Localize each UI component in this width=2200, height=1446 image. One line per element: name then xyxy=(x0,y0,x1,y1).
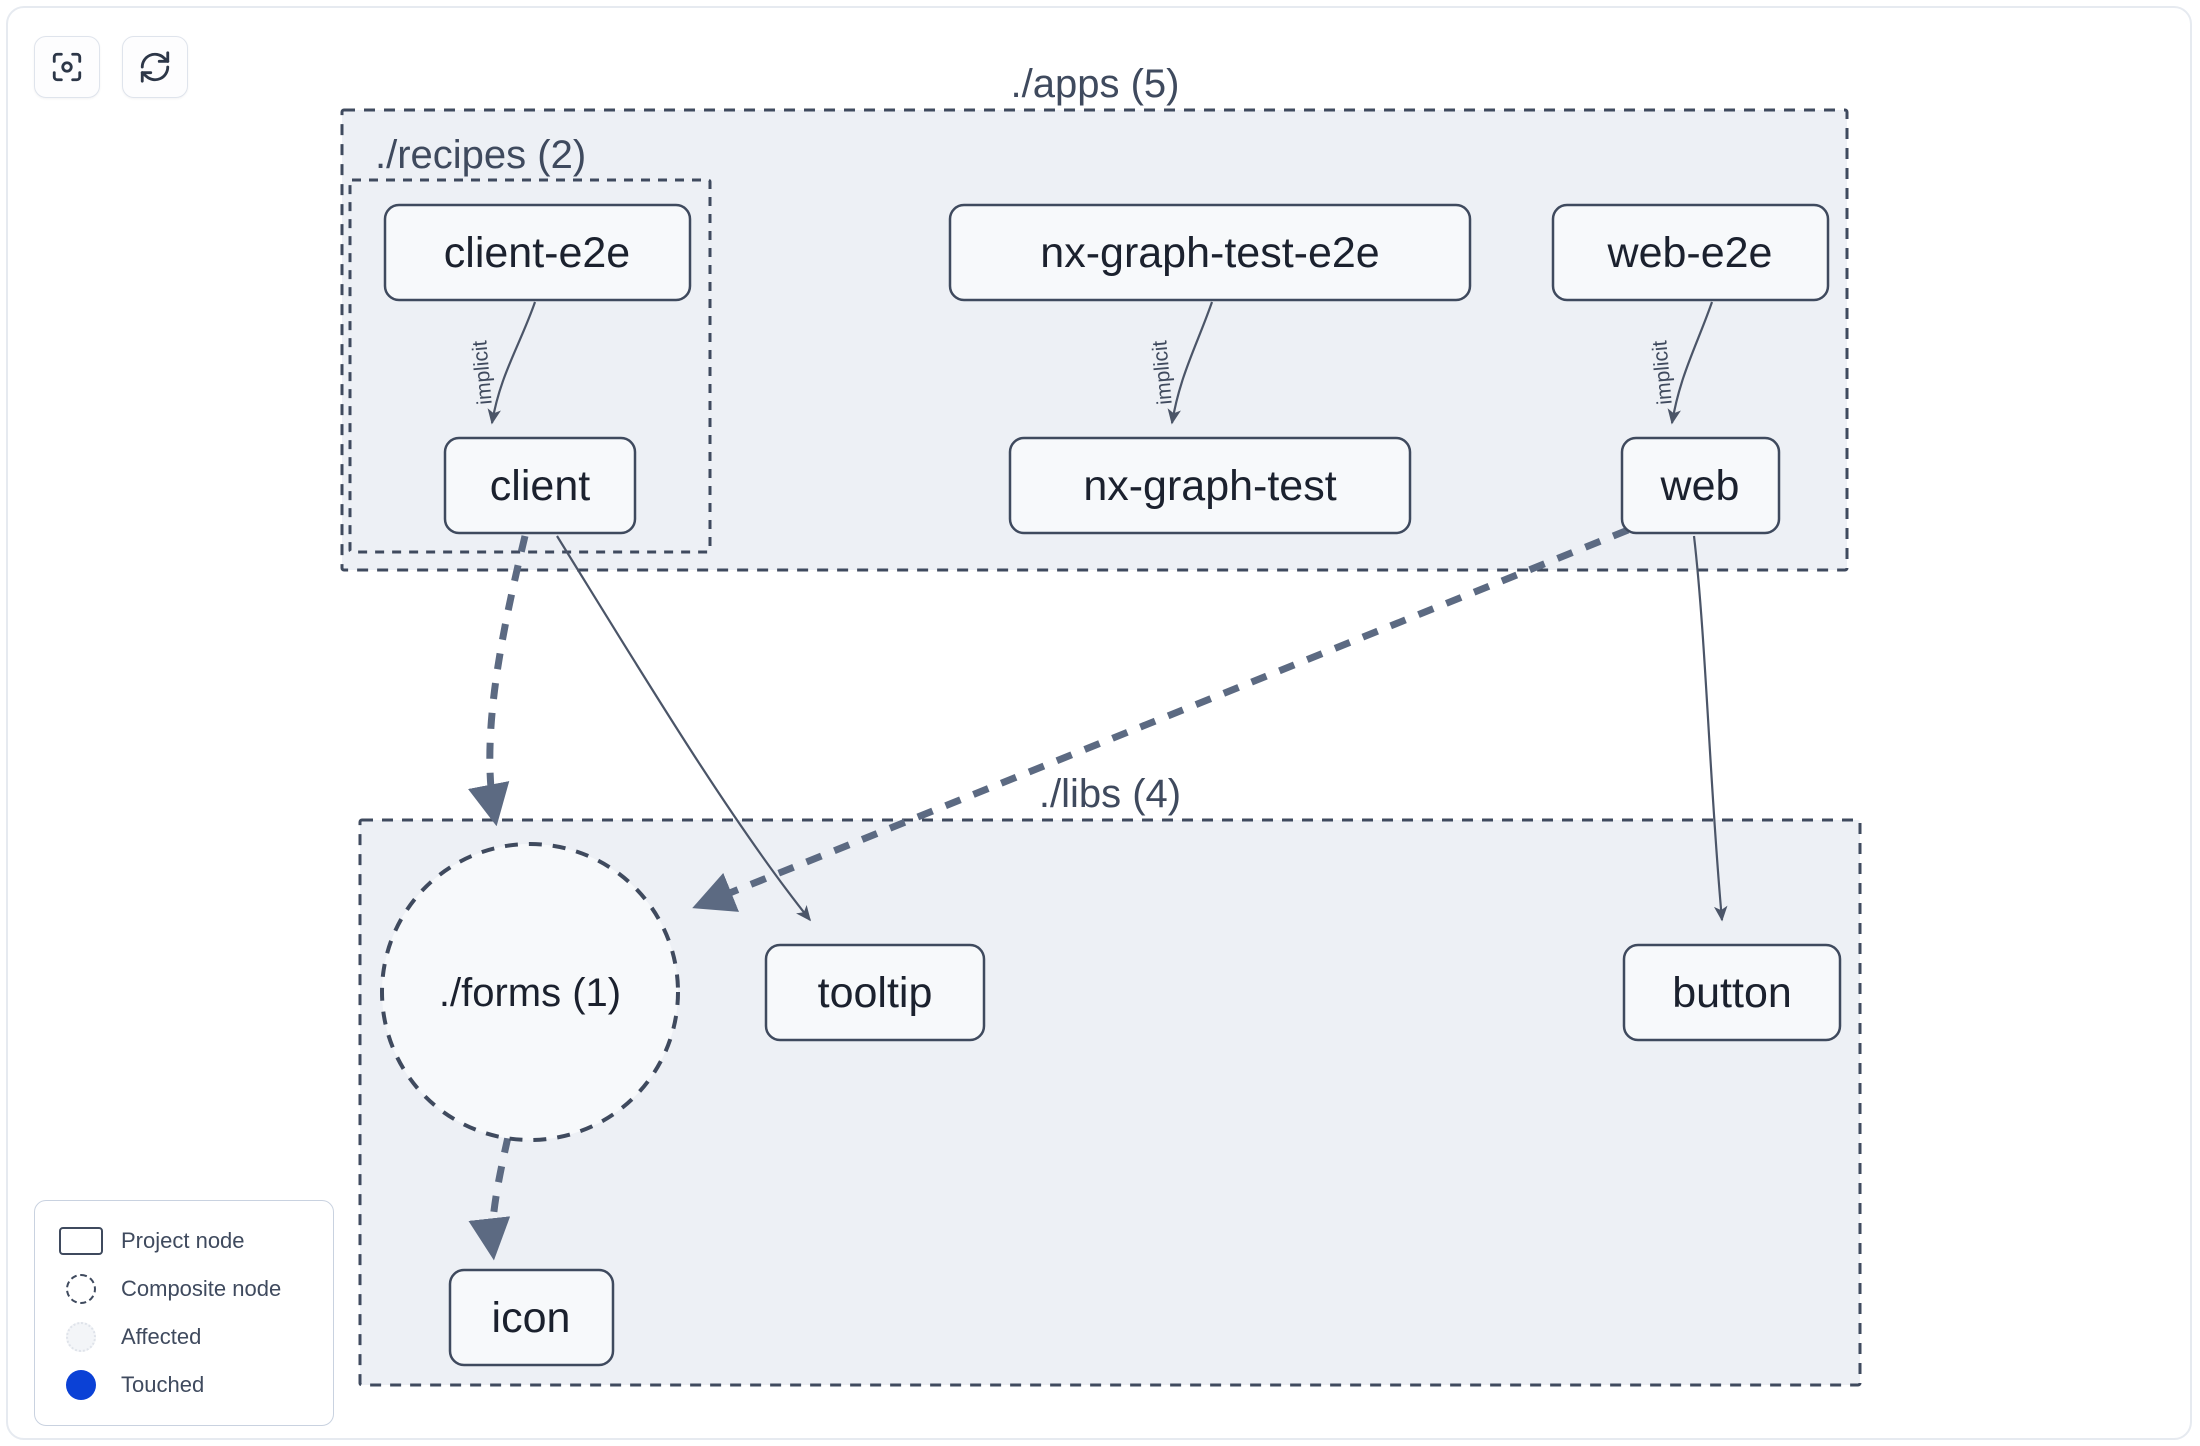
graph-legend: Project node Composite node Affected Tou… xyxy=(34,1200,334,1426)
legend-label: Affected xyxy=(121,1324,202,1349)
node-label: ./forms (1) xyxy=(439,971,621,1015)
node-shape[interactable] xyxy=(1622,943,1842,1042)
legend-label: Composite node xyxy=(121,1276,282,1301)
node-label: tooltip xyxy=(818,969,933,1017)
node-shape[interactable] xyxy=(764,943,986,1042)
edge-line xyxy=(1667,301,1714,425)
edge-client-to-forms[interactable] xyxy=(468,535,529,827)
node-icon[interactable]: icon xyxy=(448,1268,615,1367)
node-shape[interactable] xyxy=(1008,436,1412,535)
edge-line xyxy=(468,535,529,827)
group-apps-label: ./apps (5) xyxy=(1011,62,1180,106)
group-recipes-label: ./recipes (2) xyxy=(375,133,586,177)
legend-item-touched: Touched xyxy=(55,1361,313,1409)
node-shape[interactable] xyxy=(448,1268,615,1367)
group-libs-box[interactable] xyxy=(358,818,1862,1387)
node-label: button xyxy=(1672,969,1792,1017)
node-label: client-e2e xyxy=(444,229,630,277)
legend-label: Touched xyxy=(121,1372,205,1397)
node-shape[interactable] xyxy=(948,203,1472,302)
legend-item-project-node: Project node xyxy=(55,1217,313,1265)
legend-label: Project node xyxy=(121,1228,245,1253)
edge-nx-graph-test-e2e-to-nx-graph-test[interactable]: implicit xyxy=(1148,301,1214,425)
node-label: web-e2e xyxy=(1607,229,1773,277)
node-nx-graph-test[interactable]: nx-graph-test xyxy=(1008,436,1412,535)
edge-line xyxy=(487,301,537,425)
edge-line xyxy=(468,1136,512,1261)
group-libs[interactable]: ./libs (4) xyxy=(358,772,1862,1387)
edge-web-to-button[interactable] xyxy=(1692,535,1728,922)
edge-line xyxy=(556,535,811,922)
edge-client-to-tooltip[interactable] xyxy=(556,535,811,922)
node-label: client xyxy=(490,462,590,510)
refresh-graph-button[interactable] xyxy=(122,36,188,98)
edge-label-implicit: implicit xyxy=(468,339,497,405)
node-shape[interactable] xyxy=(383,203,692,302)
node-shape[interactable] xyxy=(1620,436,1781,535)
node-client-e2e[interactable]: client-e2e xyxy=(383,203,692,302)
edge-line xyxy=(1692,535,1728,922)
node-web-e2e[interactable]: web-e2e xyxy=(1551,203,1830,302)
node-shape[interactable] xyxy=(443,436,637,535)
legend-item-composite-node: Composite node xyxy=(55,1265,313,1313)
touched-node-icon xyxy=(55,1370,107,1400)
edge-client-e2e-to-client[interactable]: implicit xyxy=(468,301,537,425)
edge-web-e2e-to-web[interactable]: implicit xyxy=(1648,301,1714,425)
node-tooltip[interactable]: tooltip xyxy=(764,943,986,1042)
focus-graph-button[interactable] xyxy=(34,36,100,98)
node-shape[interactable] xyxy=(1551,203,1830,302)
group-libs-label: ./libs (4) xyxy=(1039,772,1181,816)
graph-toolbar xyxy=(34,36,188,98)
legend-item-affected: Affected xyxy=(55,1313,313,1361)
node-shape[interactable] xyxy=(380,842,680,1142)
node-label: icon xyxy=(492,1294,571,1342)
node-label: nx-graph-test xyxy=(1083,462,1336,510)
refresh-icon xyxy=(138,50,172,84)
node-label: nx-graph-test-e2e xyxy=(1040,229,1379,277)
node-web[interactable]: web xyxy=(1620,436,1781,535)
project-node-icon xyxy=(55,1227,107,1255)
node-client[interactable]: client xyxy=(443,436,637,535)
affected-node-icon xyxy=(55,1322,107,1352)
node-button[interactable]: button xyxy=(1622,943,1842,1042)
focus-target-icon xyxy=(50,50,84,84)
node-label: web xyxy=(1660,462,1740,510)
composite-node-icon xyxy=(55,1274,107,1304)
node-nx-graph-test-e2e[interactable]: nx-graph-test-e2e xyxy=(948,203,1472,302)
edge-label-implicit: implicit xyxy=(1148,339,1177,405)
edge-line xyxy=(1167,301,1214,425)
edge-label-implicit: implicit xyxy=(1648,339,1677,405)
node-forms-composite[interactable]: ./forms (1) xyxy=(380,842,680,1142)
edge-forms-to-icon[interactable] xyxy=(468,1136,512,1261)
